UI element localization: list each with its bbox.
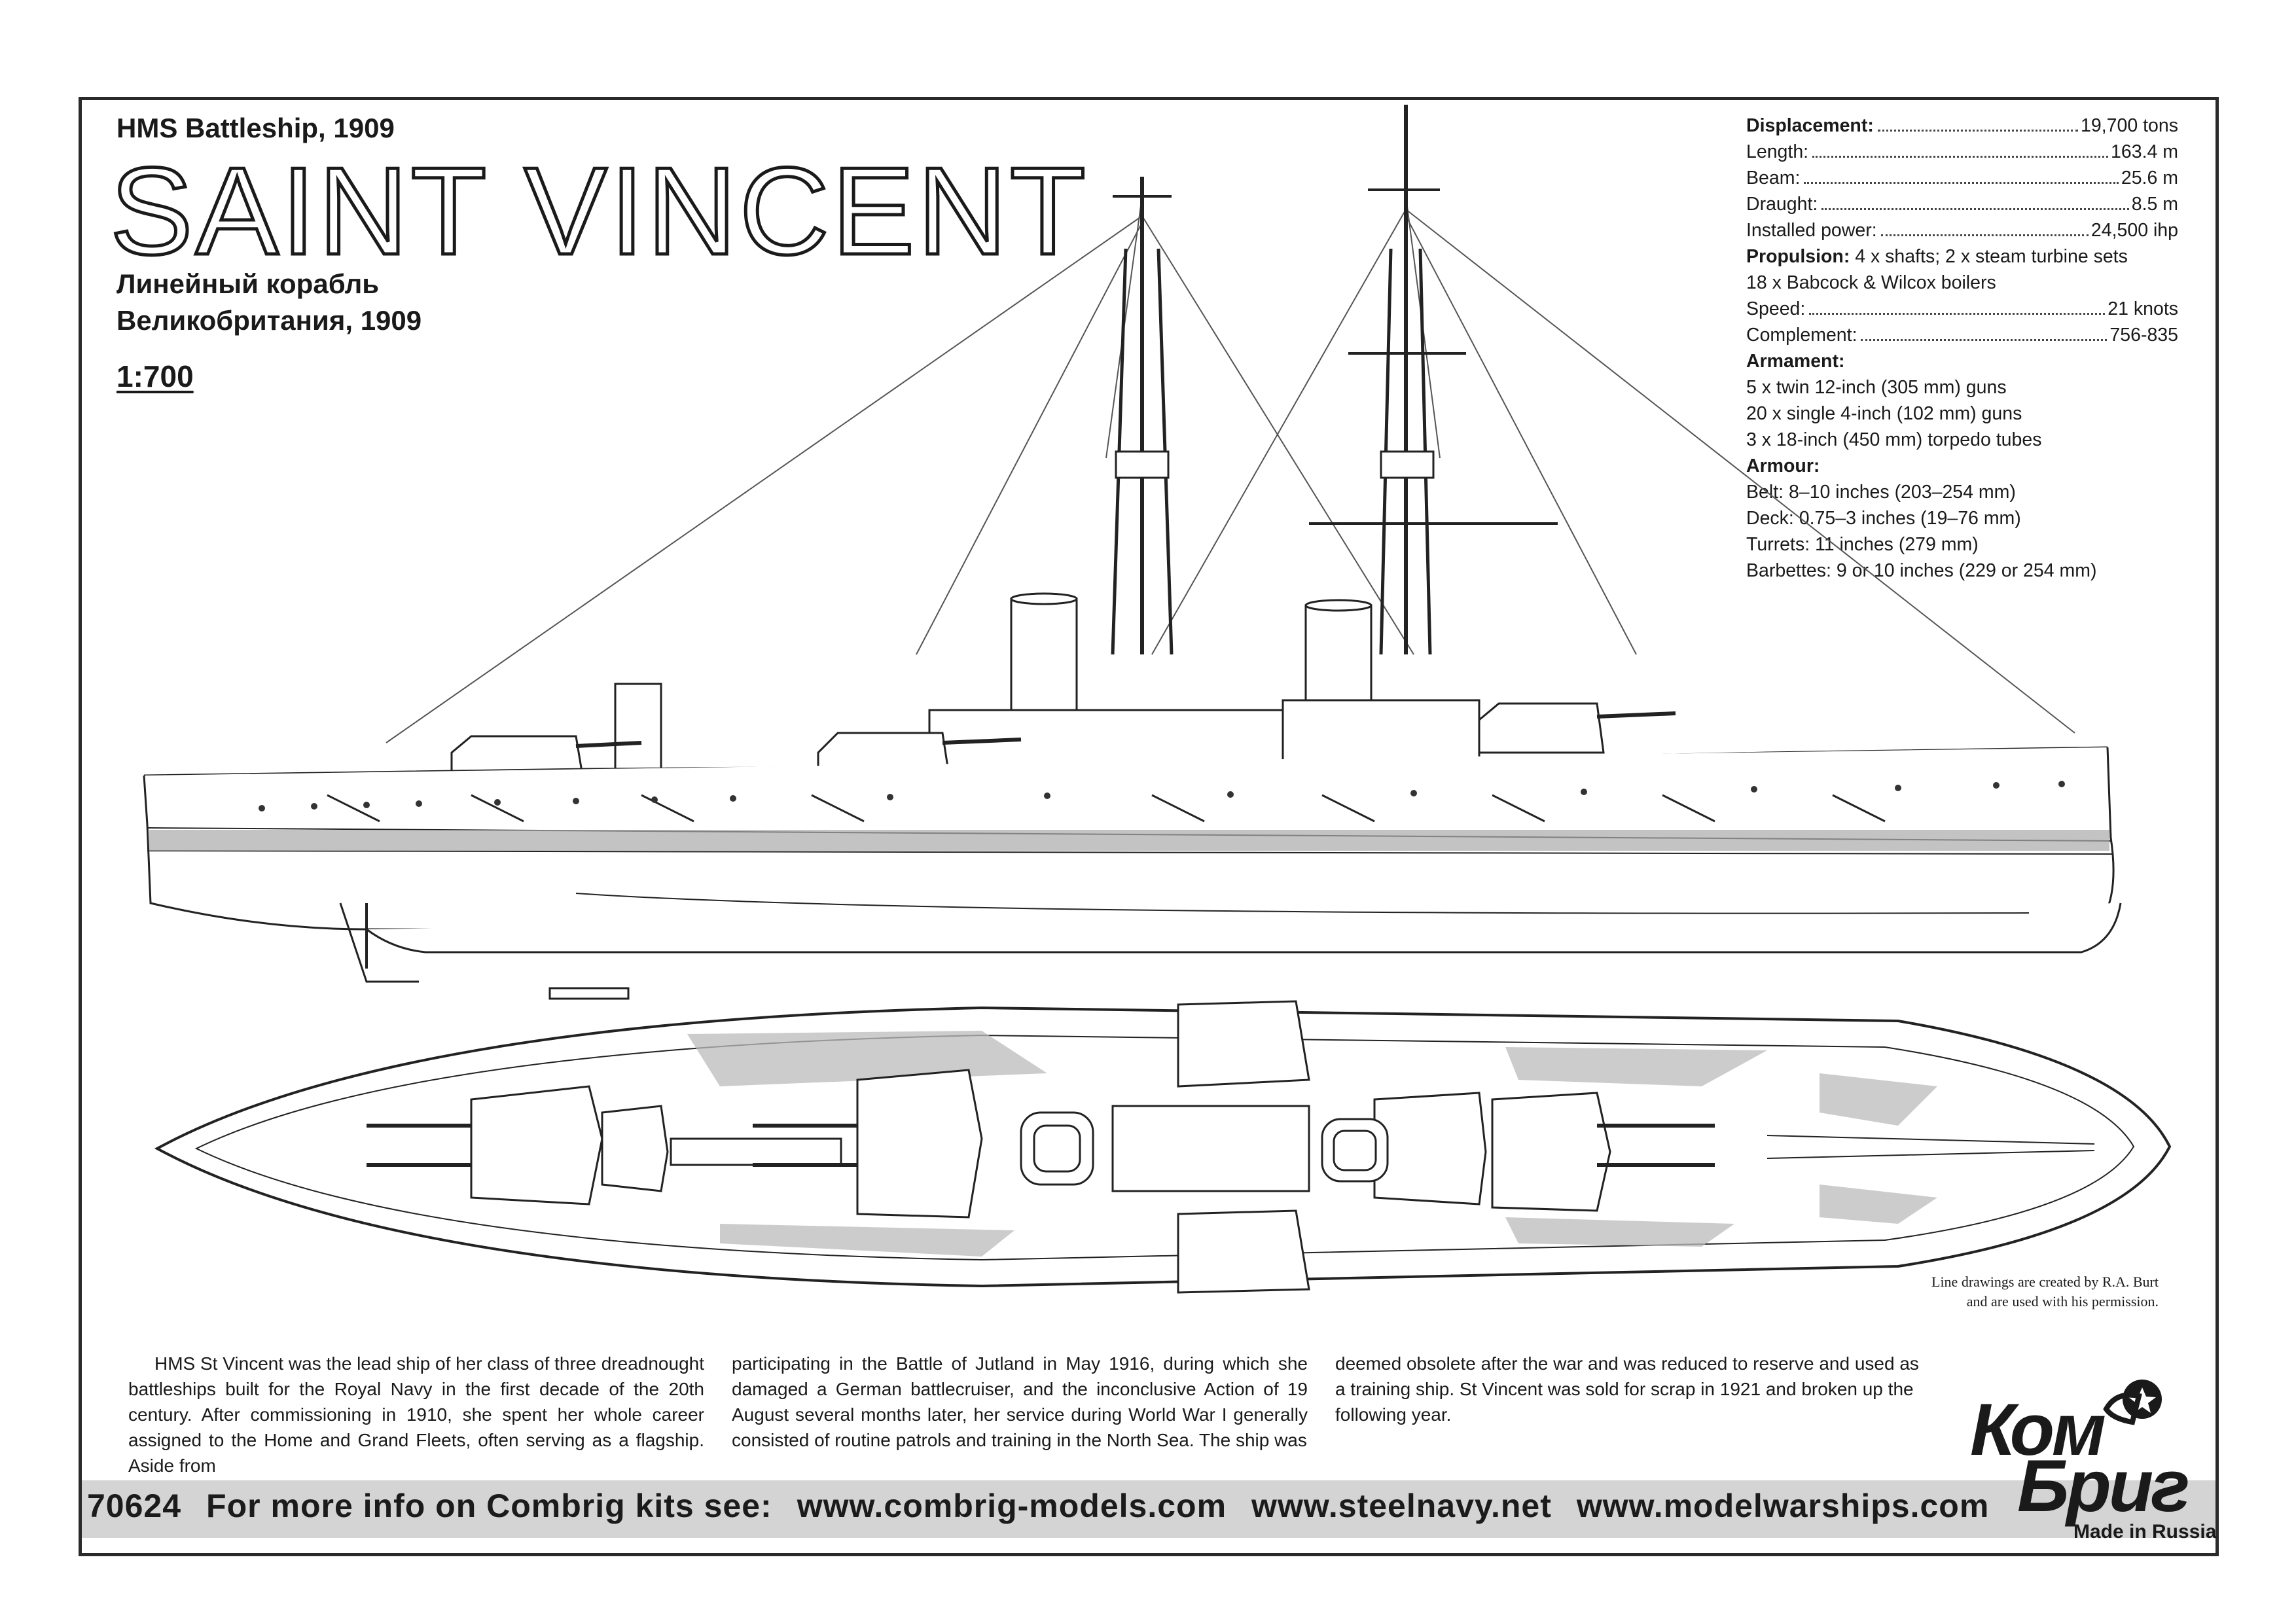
spec-armament-heading: Armament: [1746,351,1845,372]
description-column-1: HMS St Vincent was the lead ship of her … [128,1353,704,1476]
spec-armament-2: 20 x single 4-inch (102 mm) guns [1746,403,2022,424]
spec-armament-1: 5 x twin 12-inch (305 mm) guns [1746,377,2007,398]
spec-armour-1: Belt: 8–10 inches (203–254 mm) [1746,482,2016,503]
spec-armour-3: Turrets: 11 inches (279 mm) [1746,534,1979,555]
spec-speed: Speed:21 knots [1746,296,2178,322]
spec-armour-heading: Armour: [1746,455,1820,476]
plan-view-drawing [154,987,2172,1294]
drawing-credit: Line drawings are created by R.A. Burt a… [1931,1274,2159,1310]
footer-info: For more info on Combrig kits see: [206,1488,772,1524]
description-column-2: participating in the Battle of Jutland i… [732,1353,1308,1450]
ship-country-ru: Великобритания, 1909 [117,305,422,336]
combrig-logo [2103,1380,2162,1425]
kit-code: 70624 [87,1488,182,1524]
link-combrig[interactable]: www.combrig-models.com [797,1488,1227,1524]
footer-bar [82,1480,2215,1538]
description-column-3: deemed obsolete after the war and was re… [1335,1353,1919,1425]
spec-armament-3: 3 x 18-inch (450 mm) torpedo tubes [1746,429,2042,450]
side-profile-drawing [143,105,2122,983]
spec-draught: Draught:8.5 m [1746,191,2178,217]
spec-displacement: Displacement:19,700 tons [1746,113,2178,139]
scale-label: 1:700 [117,359,194,393]
spec-propulsion: Propulsion: 4 x shafts; 2 x steam turbin… [1746,246,2128,267]
spec-power: Installed power:24,500 ihp [1746,217,2178,243]
logo-text-brig: Бриг [2017,1445,2190,1527]
spec-beam: Beam:25.6 m [1746,165,2178,191]
specifications-panel: Displacement:19,700 tons Length:163.4 m … [1746,113,2178,584]
link-modelwarships[interactable]: www.modelwarships.com [1576,1488,1990,1524]
ship-type-ru: Линейный корабль [117,268,380,299]
spec-complement: Complement:756-835 [1746,322,2178,348]
logo-text-kom: Ком [1970,1389,2106,1471]
spec-boilers: 18 x Babcock & Wilcox boilers [1746,272,1996,293]
page-title: SAINT VINCENT [109,142,1088,281]
ship-type-en: HMS Battleship, 1909 [117,113,395,143]
spec-length: Length:163.4 m [1746,139,2178,165]
page-frame [79,97,2219,1556]
spec-armour-4: Barbettes: 9 or 10 inches (229 or 254 mm… [1746,560,2097,581]
made-in-russia: Made in Russia [2073,1521,2217,1543]
footer-links: 70624 For more info on Combrig kits see: w… [87,1487,2014,1525]
link-steelnavy[interactable]: www.steelnavy.net [1251,1488,1552,1524]
